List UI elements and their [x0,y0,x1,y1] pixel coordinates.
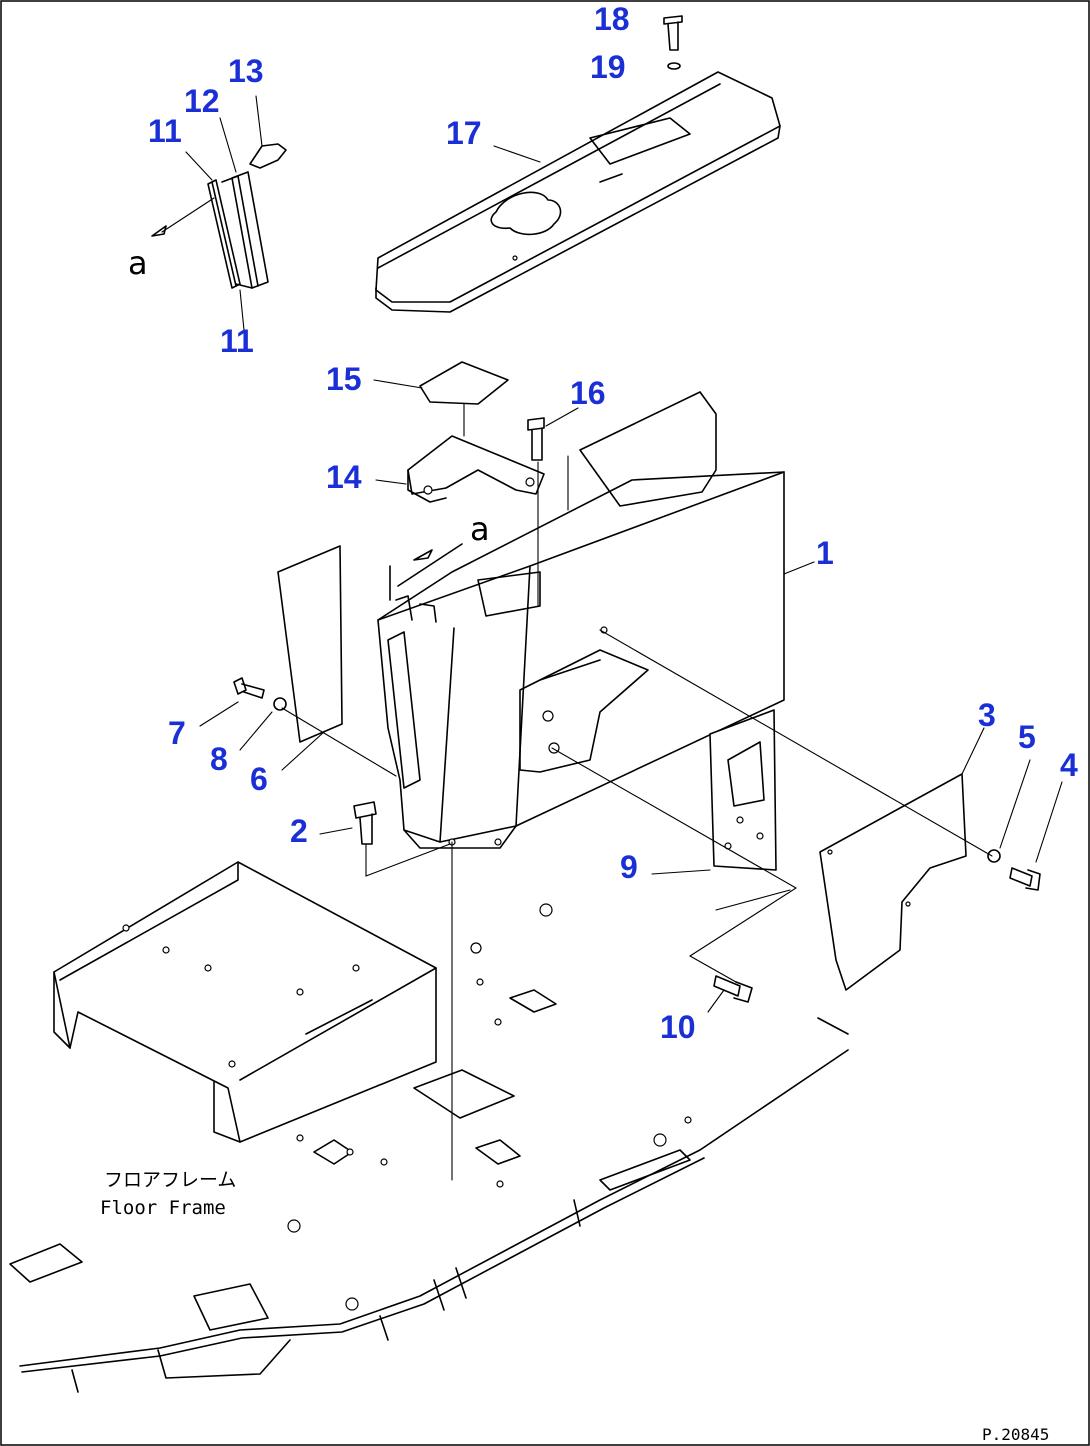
callout-11-bottom: 11 [220,323,254,359]
callout-2: 2 [290,813,308,849]
part-10-bolt [713,975,753,1003]
part-4-bolt [1009,867,1041,891]
part-5-washer [987,849,1001,863]
figure-code: P.20845 [982,1425,1049,1444]
part-14-bracket [407,435,545,503]
part-6-side-panel [277,545,343,743]
callout-19: 19 [590,49,626,85]
callout-6: 6 [250,761,268,797]
callout-17: 17 [446,115,482,151]
callout-18: 18 [594,1,630,37]
part-19-washer [667,62,681,70]
callout-5: 5 [1018,719,1036,755]
part-11-12-13-strips [151,143,287,289]
callout-13: 13 [228,53,264,89]
floor-frame-label-jp: フロアフレーム [104,1169,236,1191]
part-9-bracket [709,709,777,871]
callout-3: 3 [978,697,996,733]
part-18-bolt [663,15,683,51]
callout-7: 7 [168,715,186,751]
callout-15: 15 [326,361,362,397]
callout-14: 14 [326,459,362,495]
callout-8: 8 [210,741,228,777]
floor-frame [9,861,849,1393]
view-marker-a-top: a [128,244,148,282]
callout-11-top: 11 [148,113,182,149]
callout-1: 1 [816,535,834,571]
part-3-side-panel [819,773,967,991]
callout-12: 12 [184,83,220,119]
callout-16: 16 [570,375,606,411]
part-17-top-cover [375,71,781,313]
callout-4: 4 [1060,747,1078,783]
callout-leaders [185,95,1063,1013]
part-7-bolt [233,677,265,699]
part-8-washer [273,697,287,711]
part-16-bolt [527,417,545,461]
callout-10: 10 [660,1009,696,1045]
floor-frame-label-en: Floor Frame [100,1197,226,1219]
view-marker-a-middle: a [470,510,490,548]
part-15-pad [419,361,509,405]
callout-9: 9 [620,849,638,885]
assembly-lines [281,403,993,1181]
part-2-bolt [353,801,377,845]
